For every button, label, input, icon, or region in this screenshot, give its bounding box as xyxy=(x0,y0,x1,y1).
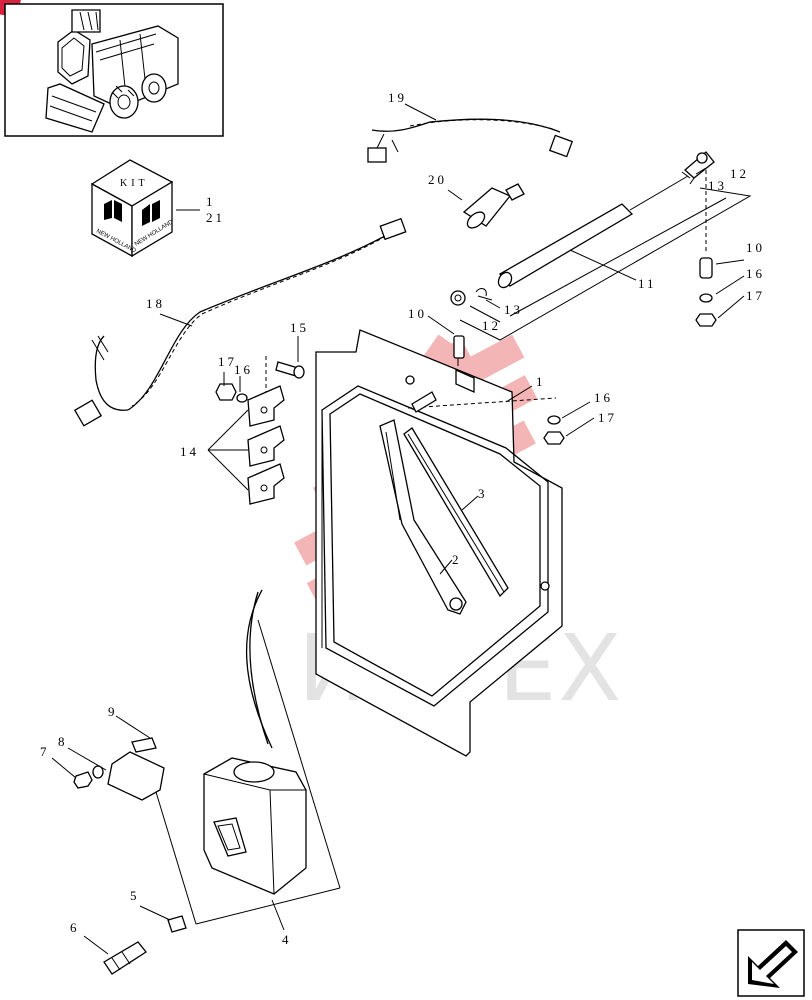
callout-6: 6 xyxy=(70,920,80,935)
kit-box-icon: KIT NEW HOLLAND NEW HOLLAND xyxy=(90,159,175,258)
skid-steer-loader-icon xyxy=(45,9,179,133)
callout-7: 7 xyxy=(40,744,50,759)
callout-3: 3 xyxy=(478,486,488,501)
callout-9: 9 xyxy=(108,704,118,719)
callout-2: 2 xyxy=(452,552,462,567)
callout-5: 5 xyxy=(130,888,140,903)
callout-18: 18 xyxy=(146,296,165,311)
callout-16-right: 16 xyxy=(746,266,765,281)
callout-12-mid: 12 xyxy=(482,318,501,333)
ball-joint-12-lower xyxy=(450,288,493,306)
left-fasteners xyxy=(215,356,267,403)
wiper-arm-2 xyxy=(379,419,467,615)
next-page-button[interactable] xyxy=(737,929,805,997)
panel-fasteners xyxy=(407,391,565,445)
callout-13-mid: 13 xyxy=(504,302,523,317)
callout-10-right: 10 xyxy=(746,240,765,255)
callout-19: 19 xyxy=(388,90,407,105)
connector-20 xyxy=(462,183,525,229)
callout-1: 1 xyxy=(536,374,546,389)
wiper-blade-3 xyxy=(403,427,509,598)
callout-11: 11 xyxy=(638,276,657,291)
callout-21: 21 xyxy=(206,210,225,225)
skid-steer-inset xyxy=(4,3,224,137)
washer-reservoir-4 xyxy=(155,619,341,925)
motor-shaft-10 xyxy=(453,335,465,366)
callout-17-panel: 17 xyxy=(598,410,617,425)
callout-15: 15 xyxy=(290,320,309,335)
callout-13-top: 13 xyxy=(708,178,727,193)
kit-label: KIT xyxy=(120,178,149,189)
callout-20: 20 xyxy=(428,172,447,187)
washer-hose xyxy=(245,589,273,749)
callout-14: 14 xyxy=(180,444,199,459)
wiring-harness-19 xyxy=(367,118,574,163)
wiring-harness-18 xyxy=(73,217,407,427)
cab-door-panel xyxy=(315,329,563,757)
washer-pump-5 xyxy=(167,915,187,933)
callout-17-left: 17 xyxy=(218,354,237,369)
leader-lines xyxy=(51,103,752,955)
callout-1-kit: 1 xyxy=(206,194,216,209)
brackets-14 xyxy=(247,385,285,505)
washer-nozzle-6 xyxy=(103,941,147,975)
callout-numbers: 19 20 1 21 18 12 13 10 16 17 11 13 12 10… xyxy=(40,90,765,947)
wiper-link-11 xyxy=(497,151,715,289)
mount-plate xyxy=(73,737,165,801)
next-page-arrow-icon xyxy=(748,940,798,988)
callout-8: 8 xyxy=(58,734,68,749)
right-fasteners xyxy=(695,170,717,327)
callout-16-panel: 16 xyxy=(594,390,613,405)
callout-12-top: 12 xyxy=(730,166,749,181)
callout-4: 4 xyxy=(282,932,292,947)
callout-17-right: 17 xyxy=(746,288,765,303)
bolt-15 xyxy=(275,361,305,379)
callout-16-left: 16 xyxy=(234,362,253,377)
callout-10-left: 10 xyxy=(408,306,427,321)
